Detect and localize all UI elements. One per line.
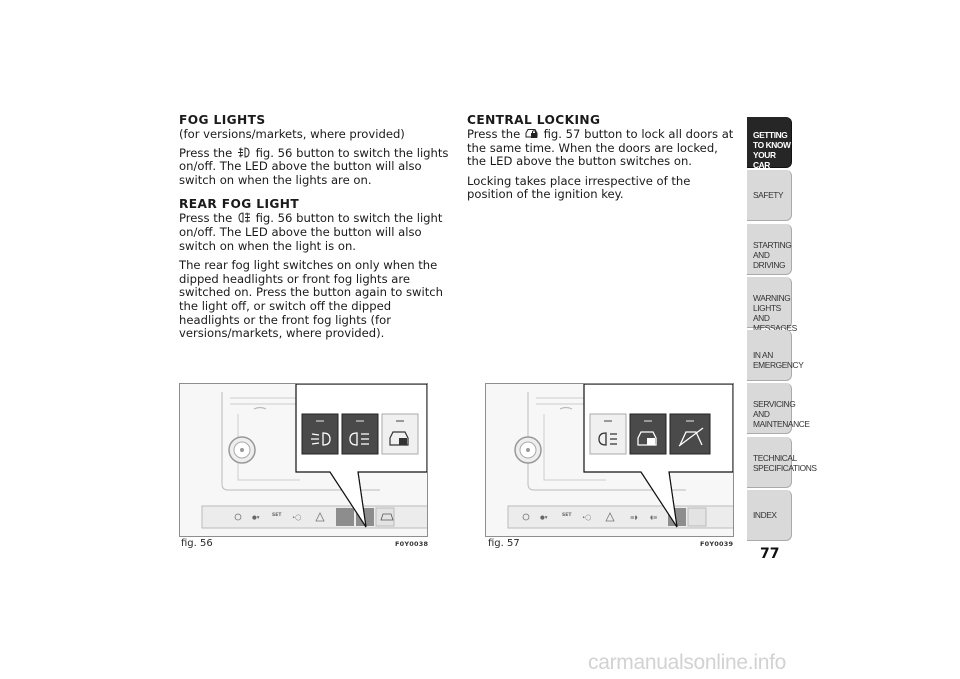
central-lock-button-zoom [629, 413, 667, 455]
tab-index[interactable]: INDEX [747, 490, 792, 542]
hazard-knob [228, 436, 256, 464]
svg-text:◖≡: ◖≡ [650, 515, 658, 521]
figure-56-caption: fig. 56 [181, 538, 213, 549]
driver-assist-button-zoom [669, 413, 711, 455]
figure-56-code: F0Y0038 [395, 540, 429, 548]
fog-lights-paragraph: Press the fig. 56 button to switch the l… [179, 145, 449, 187]
central-locking-paragraph-2: Locking takes place irrespective of the … [467, 173, 691, 202]
rear-fog-paragraph-1: Press the fig. 56 button to switch the l… [179, 211, 443, 253]
tab-in-an-emergency[interactable]: IN AN EMERGENCY [747, 330, 804, 382]
central-locking-heading: CENTRAL LOCKING [467, 113, 601, 127]
car-lock-icon [525, 129, 538, 138]
svg-text:●▾: ●▾ [540, 515, 548, 521]
tab-technical-specifications[interactable]: TECHNICAL SPECIFICATIONS [747, 436, 817, 488]
left-column: FOG LIGHTS (for versions/markets, where … [179, 113, 451, 347]
dashboard-illustration-57: ●▾ SET •◯ ≡◗ ◖≡ [486, 384, 733, 536]
right-column: CENTRAL LOCKING Press the fig. 57 button… [467, 113, 739, 208]
rear-fog-button-zoom [589, 413, 627, 455]
hazard-knob [514, 436, 542, 464]
tab-starting-and-driving[interactable]: STARTING AND DRIVING [747, 223, 792, 275]
rear-fog-paragraph-2: The rear fog light switches on only when… [179, 258, 443, 341]
tab-warning-lights-and-messages[interactable]: WARNING LIGHTS AND MESSAGES [747, 276, 797, 333]
central-locking-paragraph-1: Press the fig. 57 button to lock all doo… [467, 127, 734, 169]
svg-text:≡◗: ≡◗ [630, 515, 638, 521]
front-fog-button-zoom [301, 413, 339, 455]
svg-text:SET: SET [272, 512, 282, 518]
figure-57-code: F0Y0039 [700, 540, 734, 548]
front-fog-light-icon [237, 147, 250, 158]
tab-servicing-and-maintenance[interactable]: SERVICING AND MAINTENANCE [747, 383, 810, 435]
rear-fog-light-icon [238, 212, 250, 223]
page-number: 77 [760, 546, 780, 562]
figure-57-dashboard-lock-button: ●▾ SET •◯ ≡◗ ◖≡ [485, 383, 734, 537]
figure-56-dashboard-fog-buttons: ●▾ SET •◯ [179, 383, 428, 537]
rear-fog-light-heading: REAR FOG LIGHT [179, 197, 300, 212]
svg-text:SET: SET [562, 512, 572, 518]
dashboard-illustration-56: ●▾ SET •◯ [180, 384, 427, 536]
tab-safety[interactable]: SAFETY [747, 170, 792, 222]
figure-57-caption: fig. 57 [488, 538, 520, 549]
rear-fog-button-zoom [341, 413, 379, 455]
tab-getting-to-know-your-car[interactable]: GETTING TO KNOW YOUR CAR [747, 117, 792, 170]
svg-text:●▾: ●▾ [252, 515, 260, 521]
lock-button-zoom-partial [381, 413, 419, 455]
chapter-tabs: GETTING TO KNOW YOUR CAR SAFETY STARTING… [747, 117, 817, 543]
fog-lights-heading: FOG LIGHTS [179, 113, 266, 127]
svg-text:•◯: •◯ [582, 514, 591, 521]
svg-text:•◯: •◯ [292, 514, 301, 521]
fog-lights-subtitle: (for versions/markets, where provided) [179, 127, 405, 141]
watermark: carmanualsonline.info [588, 651, 786, 674]
